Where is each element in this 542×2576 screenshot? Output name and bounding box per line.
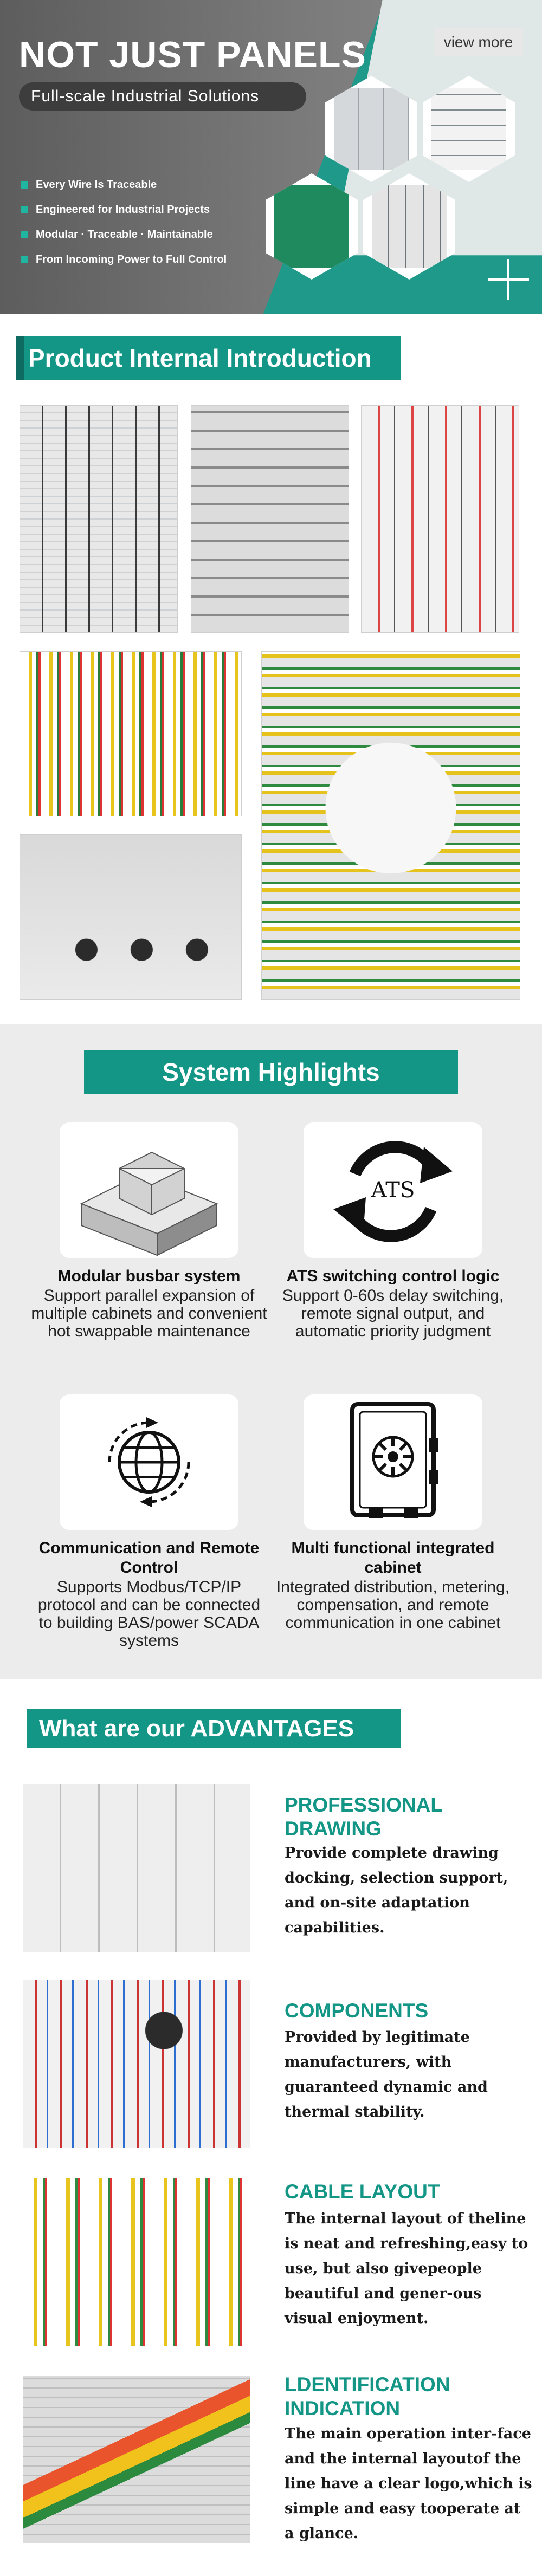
highlight-desc: Support parallel expansion of multiple c… <box>31 1287 267 1340</box>
advantage-title: CABLE LAYOUT <box>285 2181 440 2203</box>
advantage-title: COMPONENTS <box>285 2000 429 2022</box>
advantage-desc: Provide complete drawing docking, select… <box>285 1845 508 1936</box>
bullet-icon <box>21 231 28 238</box>
highlight-desc: Support 0-60s delay switching, remote si… <box>282 1287 504 1340</box>
photo-panel-contactors <box>361 405 519 633</box>
advantage-image-cable-layout <box>23 2178 250 2346</box>
photo-wiring-terminals <box>20 651 242 816</box>
bullet-icon <box>21 256 28 263</box>
advantage-desc: The internal layout of theline is neat a… <box>285 2210 528 2327</box>
cabinet-icon <box>350 1402 438 1518</box>
photo-panel-interior <box>20 405 178 633</box>
highlight-desc: Supports Modbus/TCP/IP protocol and can … <box>37 1578 261 1650</box>
highlight-card-ats: ATS <box>304 1122 482 1258</box>
highlight-card-busbar <box>60 1122 238 1258</box>
advantage-title: PROFESSIONAL DRAWING <box>285 1794 443 1840</box>
advantage-desc: Provided by legitimate manufacturers, wi… <box>285 2029 488 2120</box>
advantage-image-drawing <box>23 1784 250 1952</box>
photo-panel-breakers <box>191 405 349 633</box>
advantage-title: LDENTIFICATION INDICATION <box>285 2373 450 2419</box>
section-heading-product-internal: Product Internal Introduction <box>16 336 401 380</box>
highlight-title: Communication and Remote Control <box>38 1539 260 1576</box>
hero-title: NOT JUST PANELS <box>19 34 366 75</box>
highlight-title: ATS switching control logic <box>286 1267 500 1285</box>
hero-subtitle: Full-scale Industrial Solutions <box>19 82 306 111</box>
hero-feature: Engineered for Industrial Projects <box>21 204 210 216</box>
svg-text:ATS: ATS <box>371 1178 415 1203</box>
photo-ats-controller <box>261 651 520 1000</box>
highlight-desc: Integrated distribution, metering, compe… <box>276 1578 510 1632</box>
section-heading-highlights: System Highlights <box>84 1050 458 1094</box>
hero-feature: From Incoming Power to Full Control <box>21 254 227 266</box>
view-more-button[interactable]: view more <box>434 28 523 56</box>
section-heading-advantages: What are our ADVANTAGES <box>27 1709 401 1748</box>
highlight-card-cabinet <box>304 1394 482 1530</box>
busbar-module-icon <box>80 1151 218 1256</box>
plus-icon <box>488 259 529 300</box>
hero-feature: Modular · Traceable · Maintainable <box>21 229 213 241</box>
hero-banner: NOT JUST PANELS Full-scale Industrial So… <box>0 0 542 314</box>
photo-meter-panel <box>20 834 242 1000</box>
advantage-image-components <box>23 1980 250 2148</box>
highlight-card-communication <box>60 1394 238 1530</box>
globe-network-icon <box>108 1417 190 1507</box>
hex-image-panel <box>423 76 515 182</box>
bullet-icon <box>21 206 28 213</box>
highlight-title: Modular busbar system <box>57 1267 241 1285</box>
ats-switch-icon: ATS <box>333 1141 453 1242</box>
bullet-icon <box>21 181 28 189</box>
highlight-title: Multi functional integrated cabinet <box>291 1539 495 1576</box>
advantage-desc: The main operation inter-face and the in… <box>285 2425 532 2542</box>
hero-feature: Every Wire Is Traceable <box>21 179 157 191</box>
advantage-image-identification <box>23 2376 250 2543</box>
